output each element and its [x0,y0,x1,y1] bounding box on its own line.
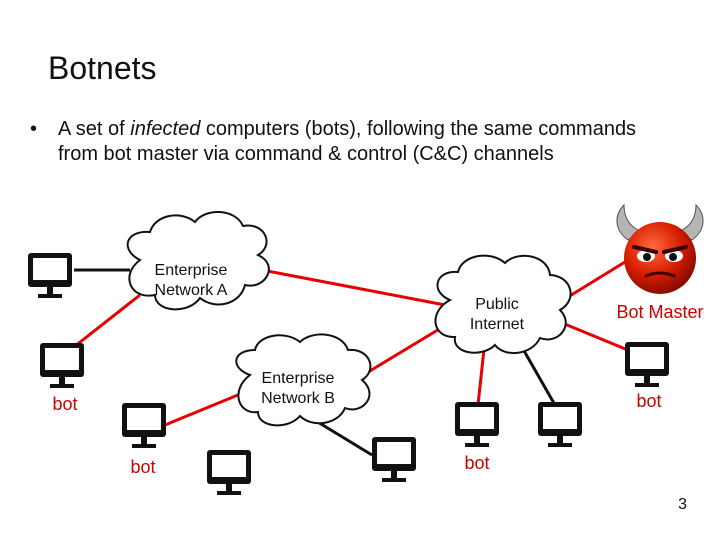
cloud-enterprise-b [235,333,372,427]
bullet-prefix: A set of [58,118,131,140]
cloud-label-line: Network B [261,390,335,407]
devil-face-icon [616,203,704,294]
network-links [69,260,641,457]
cloud-label-line: Enterprise [261,370,335,387]
bullet-point: • A set of infected computers (bots), fo… [30,117,650,167]
computer-icon [122,403,166,448]
computer-icon [538,402,582,447]
link-netA-internet [261,268,446,307]
page-number: 3 [678,496,687,513]
bullet-emphasis: infected [130,118,201,140]
cloud-label-line: Internet [469,316,525,333]
bot-label: bot [130,457,156,477]
cloud-public-internet [434,254,572,354]
computer-icon [207,450,251,495]
slide-title: Botnets [48,50,157,86]
bullet-text: A set of infected computers (bots), foll… [58,117,650,167]
computer-icon [28,253,72,298]
cloud-label-public-internet: Public Internet [455,295,539,335]
bot-master-label: Bot Master [616,302,704,322]
cloud-label-enterprise-b: Enterprise Network B [247,369,349,409]
computer-icon [625,342,669,387]
bullet-dot: • [30,118,38,140]
link-netA-bot2 [69,293,141,352]
cloud-label-line: Public [475,296,519,313]
computer-icon [372,437,416,482]
bullet-suffix: computers (bots), following the same com… [58,118,637,165]
bot-label: bot [52,394,78,414]
cloud-label-line: Enterprise [154,262,228,279]
cloud-label-enterprise-a: Enterprise Network A [140,261,242,301]
bot-label: bot [464,453,490,473]
computer-icon [455,402,499,447]
computer-icon [40,343,84,388]
bot-label: bot [636,391,662,411]
cloud-label-line: Network A [154,282,228,299]
cloud-enterprise-a [126,210,270,311]
link-netB-bot5 [164,388,251,427]
